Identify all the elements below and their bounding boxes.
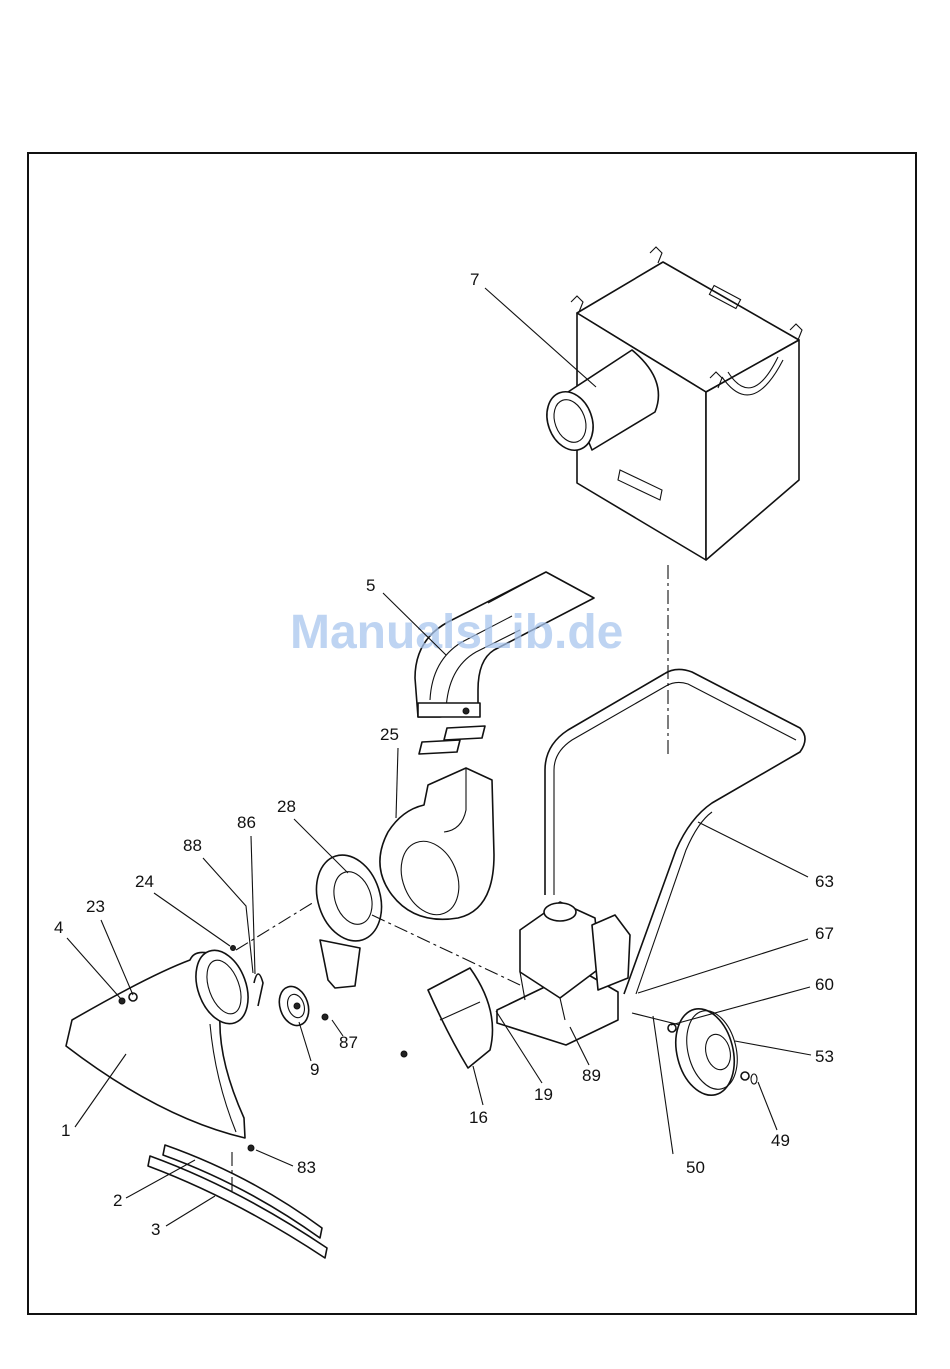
pulley-part-9: [275, 983, 314, 1030]
callout-87: 87: [339, 1033, 358, 1052]
collection-bag-part-7: [539, 247, 802, 560]
callout-50: 50: [686, 1158, 705, 1177]
callout-60: 60: [815, 975, 834, 994]
wheel-part-53: [632, 1003, 757, 1102]
callout-16: 16: [469, 1108, 488, 1127]
callout-63: 63: [815, 872, 834, 891]
callout-88: 88: [183, 836, 202, 855]
callout-28: 28: [277, 797, 296, 816]
callout-49: 49: [771, 1131, 790, 1150]
callout-2: 2: [113, 1191, 122, 1210]
chute-brackets: [419, 726, 485, 754]
callout-53: 53: [815, 1047, 834, 1066]
callout-19: 19: [534, 1085, 553, 1104]
watermark-text: ManualsLib.de: [290, 606, 623, 659]
callout-23: 23: [86, 897, 105, 916]
callout-5: 5: [366, 576, 375, 595]
callout-89: 89: [582, 1066, 601, 1085]
callout-7: 7: [470, 270, 479, 289]
callout-25: 25: [380, 725, 399, 744]
callout-4: 4: [54, 918, 63, 937]
callout-3: 3: [151, 1220, 160, 1239]
callout-9: 9: [310, 1060, 319, 1079]
engine-part-89: [497, 902, 630, 1045]
belt-guard-part-16: [428, 968, 493, 1068]
callout-83: 83: [297, 1158, 316, 1177]
callout-86: 86: [237, 813, 256, 832]
callout-24: 24: [135, 872, 154, 891]
callout-67: 67: [815, 924, 834, 943]
mounting-plate-part-28: [306, 847, 392, 988]
callout-1: 1: [61, 1121, 70, 1140]
intake-nozzle-part-1: [66, 943, 258, 1138]
